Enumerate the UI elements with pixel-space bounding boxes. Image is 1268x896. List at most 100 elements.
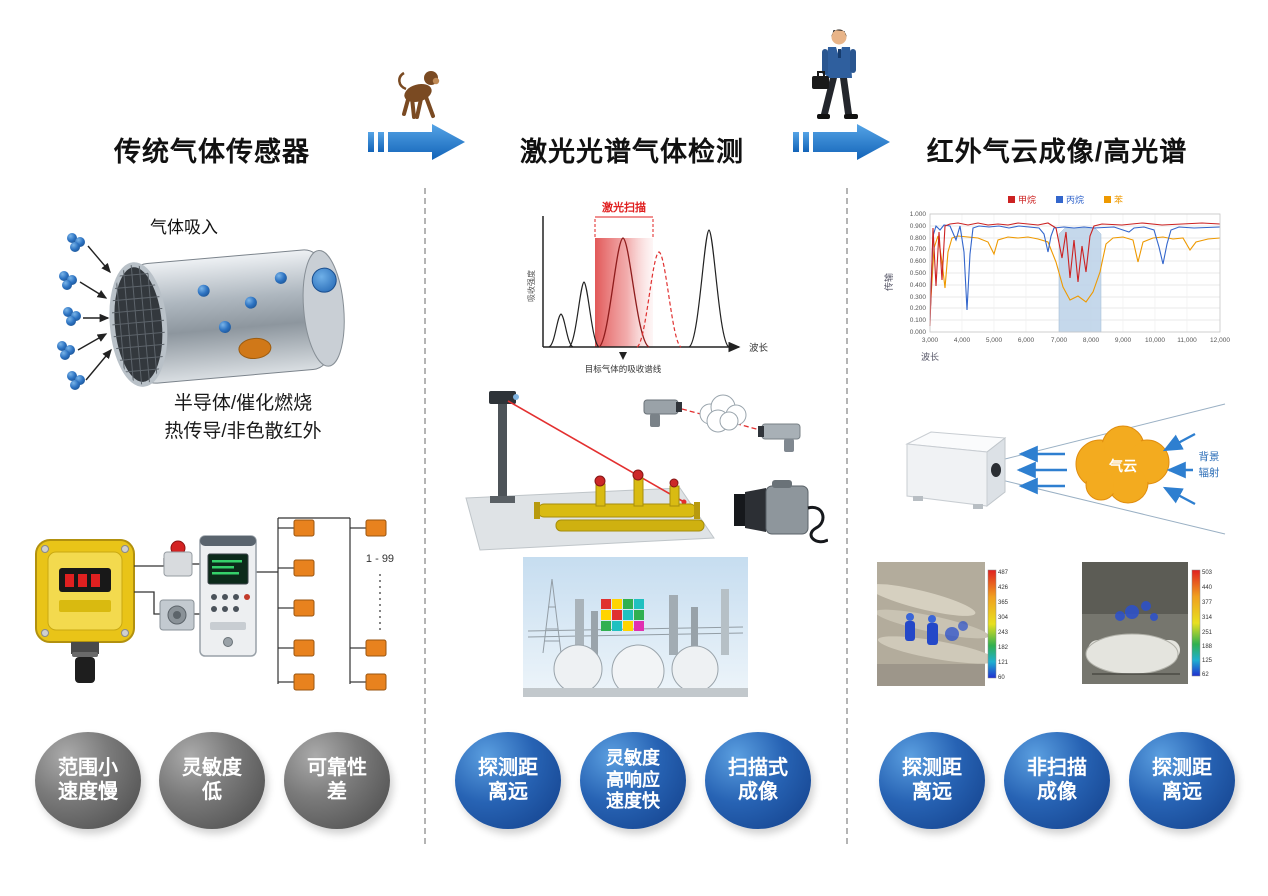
bubble-line: 成像 [738, 780, 778, 803]
scale-value: 125 [1202, 658, 1213, 664]
laser-beam [507, 400, 685, 503]
y-tick: 0.100 [910, 317, 927, 324]
scale-value: 188 [1202, 644, 1213, 650]
advantage-bubble-distance: 探测距 离远 [455, 732, 561, 829]
y-tick: 0.200 [910, 305, 927, 312]
gas-pipes [534, 469, 705, 532]
stage1-title: 传统气体传感器 [114, 137, 310, 167]
bubble-line: 灵敏度 [182, 756, 242, 779]
controller-panel [199, 535, 257, 657]
gas-intake-label: 气体吸入 [150, 218, 218, 237]
laser-scan-label: 激光扫描 [602, 200, 646, 214]
x-tick: 6,000 [1018, 337, 1035, 344]
gas-molecules [57, 233, 85, 390]
fixed-detector-system-figure: 1 - 99 [35, 517, 394, 691]
gas-cloud: 气云 [1075, 425, 1170, 504]
bubble-line: 探测距 [902, 756, 962, 779]
scale-value: 426 [998, 585, 1009, 591]
background-radiation-label-1: 背景 [1199, 450, 1220, 463]
advantage-bubble-sensitivity: 灵敏度 高响应 速度快 [580, 732, 686, 829]
y-tick: 0.600 [910, 258, 927, 265]
scale-value: 365 [998, 600, 1009, 606]
scale-value: 304 [998, 615, 1009, 621]
scale-value: 121 [998, 660, 1009, 666]
tech-line-1: 半导体/催化燃烧 [173, 393, 313, 414]
refinery-photo [523, 557, 748, 697]
x-tick: 3,000 [922, 337, 939, 344]
shaded-band [1058, 227, 1102, 333]
y-ticks: 1.000 0.900 0.800 0.700 0.600 0.500 0.40… [910, 211, 927, 336]
advantage-bubble-distance-ir: 探测距 离远 [879, 732, 985, 829]
monkey-icon [398, 71, 440, 119]
y-tick: 1.000 [910, 211, 927, 218]
x-tick: 9,000 [1115, 337, 1132, 344]
background-radiation-arrows [1162, 432, 1196, 506]
detection-overlay [601, 599, 644, 631]
target-pointer-icon [619, 352, 627, 360]
limitation-bubble-range: 范围小 速度慢 [35, 732, 141, 829]
x-tick: 5,000 [986, 337, 1003, 344]
scale-value: 243 [998, 630, 1009, 636]
separator-1 [424, 188, 426, 844]
scale-value: 62 [1202, 672, 1209, 678]
temperature-scale-bar [1191, 569, 1201, 677]
stage3-title: 红外气云成像/高光谱 [926, 137, 1188, 167]
x-tick: 12,000 [1210, 337, 1230, 344]
laser-tower [489, 391, 519, 503]
bubble-line: 范围小 [58, 756, 118, 779]
y-axis-label: 传输 [883, 273, 894, 291]
bubble-line: 速度慢 [58, 780, 118, 803]
y-tick: 0.800 [910, 235, 927, 242]
bubble-line: 成像 [1037, 780, 1077, 803]
x-ticks: 3,000 4,000 5,000 6,000 7,000 8,000 9,00… [922, 337, 1230, 344]
spectral-lines [929, 222, 1221, 327]
temperature-scale-values: 487 426 365 304 243 182 121 60 [998, 570, 1009, 681]
gas-overlay-workers [905, 613, 968, 645]
bubble-line: 高响应 [606, 769, 660, 790]
legend-benzene: 苯 [1114, 194, 1123, 205]
evolution-arrow-1 [368, 124, 465, 160]
thermal-image-right: 503 440 377 314 251 188 125 62 [1082, 562, 1213, 684]
x-tick: 7,000 [1051, 337, 1068, 344]
legend-propane: 丙烷 [1066, 194, 1084, 205]
bubble-line: 探测距 [1152, 756, 1212, 779]
scale-value: 503 [1202, 570, 1213, 576]
temperature-scale-bar [987, 569, 997, 679]
bubble-line: 非扫描 [1027, 756, 1087, 779]
y-tick: 0.500 [910, 270, 927, 277]
target-gas-label: 目标气体的吸收谱线 [585, 364, 662, 374]
horn-unit [159, 599, 195, 631]
scale-value: 487 [998, 570, 1009, 576]
bubble-line: 探测距 [478, 756, 538, 779]
laser-detection-scene [465, 391, 828, 551]
traditional-sensor-figure [57, 233, 345, 390]
y-tick: 0.900 [910, 223, 927, 230]
legend-methane: 甲烷 [1018, 194, 1036, 205]
scale-value: 440 [1202, 585, 1213, 591]
intake-arrows [77, 245, 112, 381]
y-tick: 0.700 [910, 246, 927, 253]
laser-scan-band [595, 238, 653, 347]
chart-legend: 甲烷 丙烷 苯 [1008, 194, 1123, 205]
stage2-title: 激光光谱气体检测 [520, 137, 744, 167]
thermal-image-left: 487 426 365 304 243 182 121 60 [877, 562, 1009, 686]
gas-cloud-imaging-figure: 气云 背景 辐射 [905, 403, 1226, 535]
gas-overlay-patches [1115, 601, 1158, 621]
bubble-line: 扫描式 [728, 756, 788, 779]
sensor-cylinder [109, 249, 345, 387]
y-tick: 0.400 [910, 282, 927, 289]
scale-value: 182 [998, 645, 1009, 651]
scale-value: 377 [1202, 600, 1213, 606]
sensor-network: 1 - 99 [277, 517, 394, 691]
absorption-peaks [548, 229, 730, 348]
y-axis-label: 吸收强度 [526, 270, 536, 302]
limitation-bubble-sensitivity: 灵敏度 低 [159, 732, 265, 829]
bubble-line: 可靠性 [307, 756, 367, 779]
y-tick: 0.300 [910, 294, 927, 301]
x-tick: 11,000 [1177, 337, 1197, 344]
handheld-detector-left [643, 399, 682, 427]
sensor-technology-text: 半导体/催化燃烧 热传导/非色散红外 [118, 390, 368, 446]
scale-value: 60 [998, 675, 1005, 681]
absorption-spectrum-chart: 激光扫描 吸收强度 目标气体的吸收谱线 波长 [526, 200, 769, 374]
